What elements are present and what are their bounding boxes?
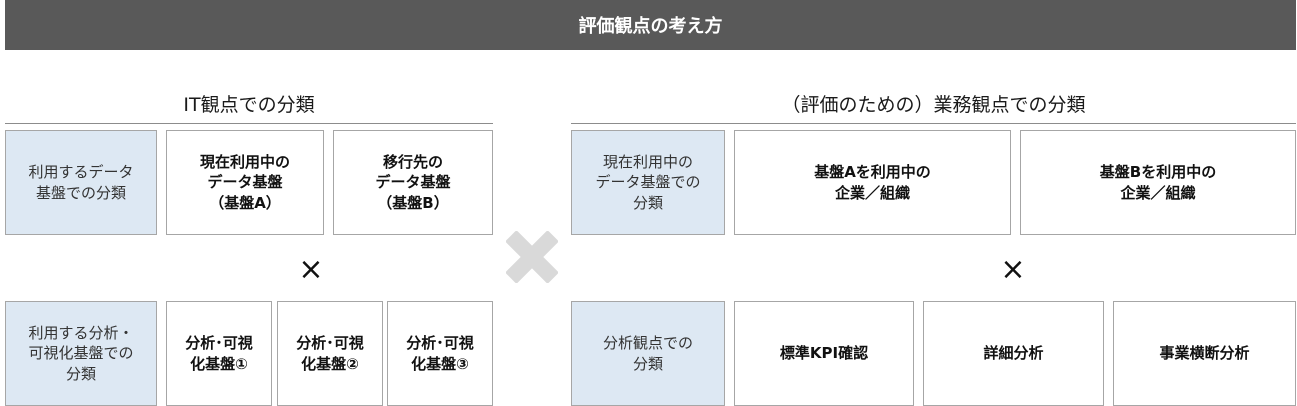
it-analysis-category: 利用する分析・ 可視化基盤での 分類 [5, 301, 157, 406]
it-platform-item: 移行先の データ基盤 （基盤B） [333, 130, 493, 235]
page-title-banner: 評価観点の考え方 [5, 0, 1296, 50]
it-platform-category: 利用するデータ 基盤での分類 [5, 130, 157, 235]
page-title: 評価観点の考え方 [578, 16, 723, 37]
it-analysis-item: 分析･可視 化基盤② [277, 301, 383, 406]
business-analysis-category: 分析観点での 分類 [571, 301, 725, 406]
business-platform-item: 基盤Bを利用中の 企業／組織 [1020, 130, 1296, 235]
it-times-symbol: × [298, 251, 324, 287]
business-times-symbol: × [1000, 251, 1026, 287]
business-platform-item: 基盤Aを利用中の 企業／組織 [734, 130, 1011, 235]
cross-multiply-icon [506, 231, 558, 283]
business-analysis-item: 事業横断分析 [1113, 301, 1296, 406]
it-analysis-item: 分析･可視 化基盤③ [387, 301, 493, 406]
it-analysis-item: 分析･可視 化基盤① [166, 301, 272, 406]
business-section-title: （評価のための）業務観点での分類 [781, 93, 1086, 116]
it-section-title: IT観点での分類 [183, 93, 315, 116]
business-analysis-item: 詳細分析 [923, 301, 1104, 406]
business-analysis-item: 標準KPI確認 [734, 301, 914, 406]
it-section-divider [5, 123, 493, 124]
it-platform-item: 現在利用中の データ基盤 （基盤A） [166, 130, 324, 235]
business-platform-category: 現在利用中の データ基盤での 分類 [571, 130, 725, 235]
business-section-divider [571, 123, 1296, 124]
